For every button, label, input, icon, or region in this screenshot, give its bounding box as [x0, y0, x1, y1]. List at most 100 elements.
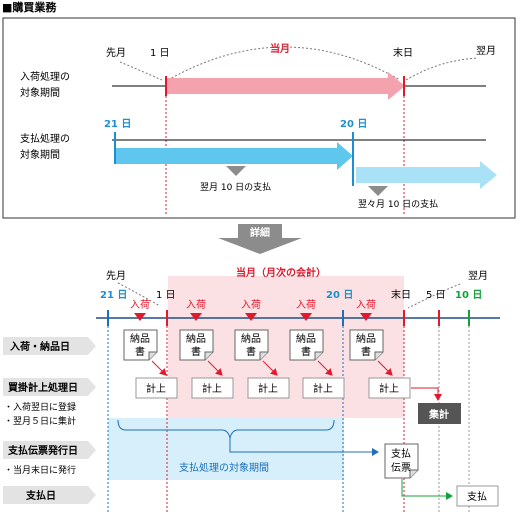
bottom-arc-prev: [117, 282, 161, 307]
bottom-arc-next: [407, 283, 461, 309]
top-21-label: 21 日: [104, 118, 131, 130]
posting-box-2: 計上: [191, 377, 234, 399]
top-20-label: 20 日: [340, 118, 367, 130]
row-label-text: 買掛計上処理日: [8, 381, 78, 394]
slip-note: ・当月末日に発行: [4, 464, 76, 476]
posting-arrow-4: [317, 360, 333, 376]
row-label-text: 支払日: [25, 489, 56, 502]
arrival-marker-3: 入荷: [241, 299, 261, 321]
delivery-note-doc-3: 納品 書: [234, 329, 269, 361]
arrival-marker-1: 入荷: [130, 299, 150, 321]
posting-arrow-3: [262, 360, 278, 376]
posting-box-frame: [368, 377, 411, 399]
posting-box-4: 計上: [302, 377, 345, 399]
row-label-shape: [3, 337, 96, 355]
posting-arrow-1: [151, 360, 167, 376]
posting-label: 計上: [146, 382, 166, 395]
arrival-pointer: [245, 313, 257, 321]
arrival-label: 入荷: [241, 299, 261, 311]
aggregate-label: 集計: [428, 408, 449, 421]
document-fold: [259, 351, 268, 360]
bottom-end-label: 末日: [391, 288, 411, 301]
detail-label: 詳細: [250, 226, 270, 239]
aggregate-arrow: [411, 387, 442, 401]
delivery-note-label-line2: 書: [191, 345, 201, 358]
posting-arrow-2: [207, 360, 223, 376]
arrival-label: 入荷: [356, 299, 376, 311]
posting-box-frame: [247, 377, 290, 399]
bottom-5-label: 5 日: [426, 290, 446, 301]
row-label-text: 支払伝票発行日: [7, 444, 78, 457]
row-label-shape: [3, 441, 96, 459]
arrival-pointer: [190, 313, 202, 321]
delivery-note-label-line2: 書: [135, 345, 145, 358]
overview-panel: [2, 17, 516, 219]
top-this-month-label: 当月: [270, 42, 290, 55]
bottom-this-month-label: 当月（月次の会計）: [236, 266, 326, 279]
posting-label: 計上: [313, 382, 333, 395]
arrival-period-arrow: [167, 72, 405, 100]
payment-box-frame: [456, 485, 499, 507]
payment-period-arrow: [115, 142, 353, 170]
top-end-label: 末日: [393, 46, 413, 59]
arrival-pointer: [134, 313, 146, 321]
posting-box-3: 計上: [247, 377, 290, 399]
bottom-10-label: 10 日: [455, 289, 482, 301]
row2-label-line1: 支払処理の: [20, 132, 70, 145]
posting-arrow-5: [377, 360, 393, 376]
arrival-label: 入荷: [130, 299, 150, 311]
delivery-note-label-line1: 納品: [356, 332, 376, 345]
posting-label: 計上: [379, 382, 399, 395]
posting-box-frame: [135, 377, 178, 399]
row1-label-line2: 対象期間: [20, 86, 60, 99]
posting-box-frame: [191, 377, 234, 399]
payment-label: 支払: [467, 490, 487, 503]
payment-slip-label-line2: 伝票: [391, 462, 411, 474]
pay-next-10-label: 翌月 10 日の支払: [200, 181, 271, 193]
payment-slip-doc: 支払 伝票: [384, 443, 419, 479]
arrival-marker-5: 入荷: [356, 299, 376, 321]
payment-arrow: [401, 479, 453, 500]
payment-target-band: [108, 418, 344, 480]
pay-next-10-pointer: [226, 166, 246, 176]
delivery-note-label-line1: 納品: [296, 332, 316, 345]
document-fold: [204, 351, 213, 360]
delivery-note-doc-5: 納品 書: [349, 329, 384, 361]
arrival-pointer: [360, 313, 372, 321]
document-fold: [148, 351, 157, 360]
arrival-label: 入荷: [186, 299, 206, 311]
delivery-note-label-line2: 書: [361, 345, 371, 358]
arrival-label: 入荷: [296, 299, 316, 311]
detail-arrow: [218, 224, 302, 254]
top-arc-next: [405, 57, 479, 81]
top-day1-label: 1 日: [150, 48, 170, 59]
pay-next2-10-label: 翌々月 10 日の支払: [358, 198, 438, 210]
document-fold: [314, 351, 323, 360]
posting-box-1: 計上: [135, 377, 178, 399]
posting-box-5: 計上: [368, 377, 411, 399]
arrival-marker-4: 入荷: [296, 299, 316, 321]
delivery-note-label-line1: 納品: [186, 332, 206, 345]
delivery-note-label-line1: 納品: [241, 332, 261, 345]
aggregate-box: 集計: [418, 403, 461, 424]
row-label-pay-date: 支払日: [3, 486, 96, 504]
delivery-note-label-line1: 納品: [130, 332, 150, 345]
delivery-note-label-line2: 書: [301, 345, 311, 358]
posting-label: 計上: [202, 382, 222, 395]
top-arc-prev: [119, 61, 163, 81]
row2-label-line2: 対象期間: [20, 148, 60, 161]
bottom-21-label: 21 日: [100, 289, 127, 301]
row1-label-line1: 入荷処理の: [20, 70, 70, 83]
posting-box-frame: [302, 377, 345, 399]
row-label-shape: [3, 378, 96, 396]
ap-note-2: ・翌月５日に集計: [4, 415, 76, 427]
bottom-next-month-label: 翌月: [468, 270, 488, 282]
bottom-prev-month-label: 先月: [106, 270, 126, 282]
delivery-note-label-line2: 書: [246, 345, 256, 358]
row-label-arrival-date: 入荷・納品日: [3, 337, 96, 355]
posting-label: 計上: [258, 382, 278, 395]
document-fold: [409, 469, 418, 478]
row-label-text: 入荷・納品日: [10, 340, 70, 353]
delivery-note-doc-2: 納品 書: [179, 329, 214, 361]
